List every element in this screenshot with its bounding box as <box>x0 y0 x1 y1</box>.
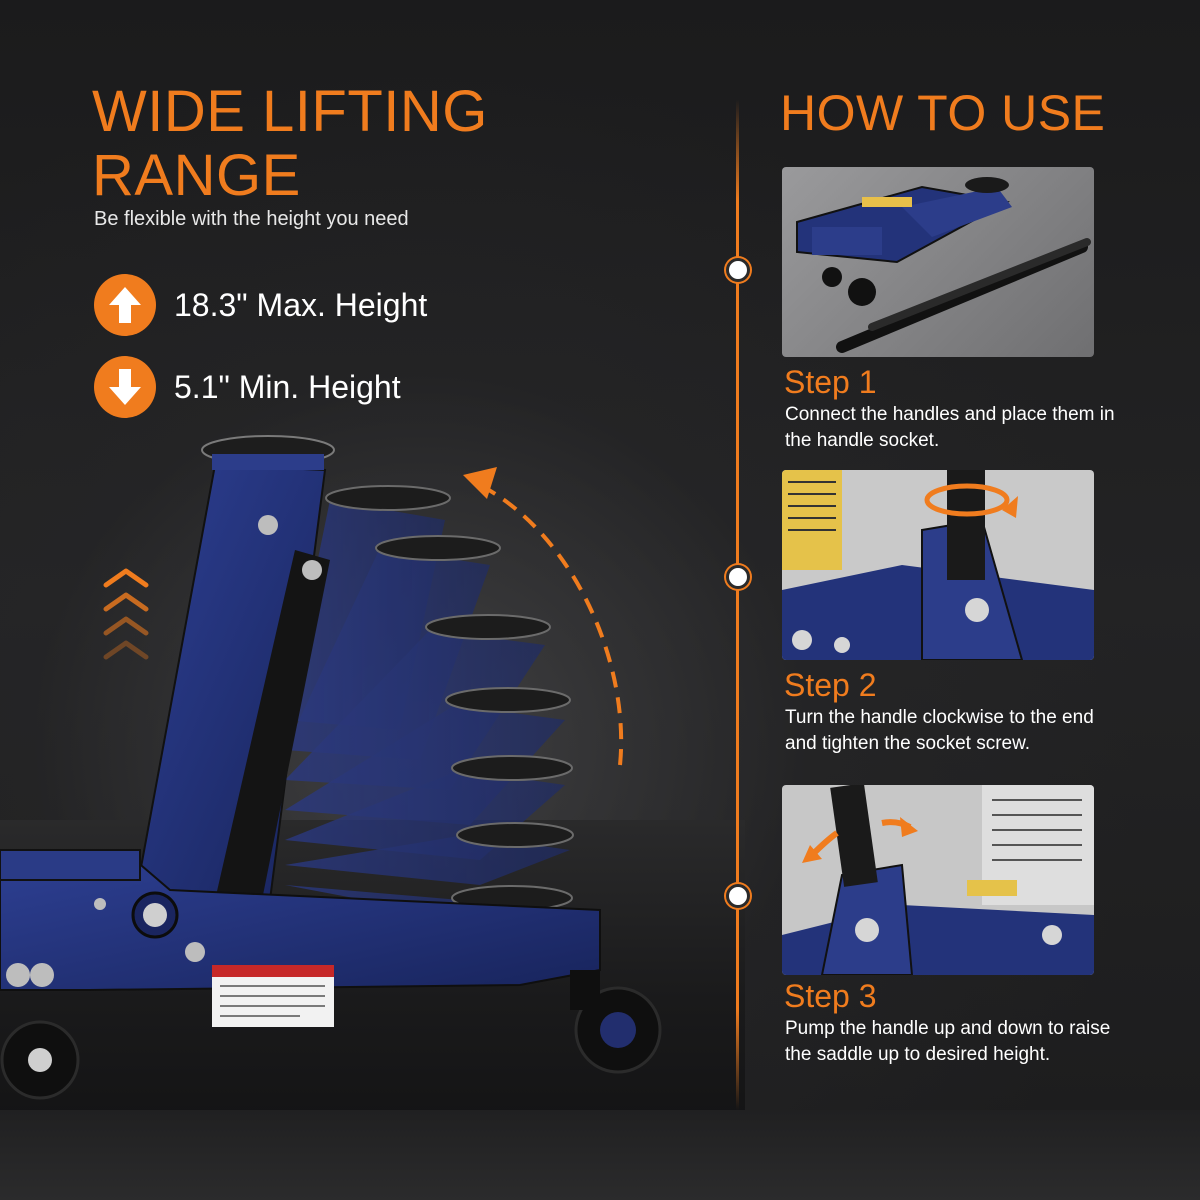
step-1-image <box>782 167 1094 357</box>
rear-wheel <box>0 1020 80 1100</box>
ghost-saddles <box>325 485 574 911</box>
spec-max-height-label: 18.3" Max. Height <box>174 286 428 323</box>
floor-jack-illustration <box>0 435 662 1100</box>
how-to-use-title: HOW TO USE <box>780 85 1106 141</box>
arrow-up-icon <box>94 274 156 336</box>
step-3-title: Step 3 <box>784 978 877 1014</box>
step-2-image <box>782 470 1094 660</box>
headline-line-2: RANGE <box>92 143 301 208</box>
headline: WIDE LIFTING RANGE <box>92 80 488 208</box>
arrow-down-icon <box>94 356 156 418</box>
spec-min-height: 5.1" Min. Height <box>94 356 401 418</box>
up-chevrons-icon <box>103 568 149 660</box>
timeline-divider <box>736 100 739 1110</box>
timeline-node-2 <box>726 565 750 589</box>
bottom-strip <box>0 1110 1200 1200</box>
step-3-image <box>782 785 1094 975</box>
spec-max-height: 18.3" Max. Height <box>94 274 427 336</box>
step-1-title: Step 1 <box>784 364 877 400</box>
spec-min-height-label: 5.1" Min. Height <box>174 368 401 405</box>
timeline-node-3 <box>726 884 750 908</box>
step-1-description: Connect the handles and place them in th… <box>785 404 1115 451</box>
linkage-bar <box>215 550 330 900</box>
timeline-node-1 <box>726 258 750 282</box>
step-3-description: Pump the handle up and down to raise the… <box>785 1018 1111 1065</box>
headline-line-1: WIDE LIFTING <box>92 79 488 144</box>
arc-arrow-icon <box>463 467 624 766</box>
step-2-description: Turn the handle clockwise to the end and… <box>785 707 1094 754</box>
step-2-title: Step 2 <box>784 667 877 703</box>
subtitle: Be flexible with the height you need <box>94 208 409 230</box>
